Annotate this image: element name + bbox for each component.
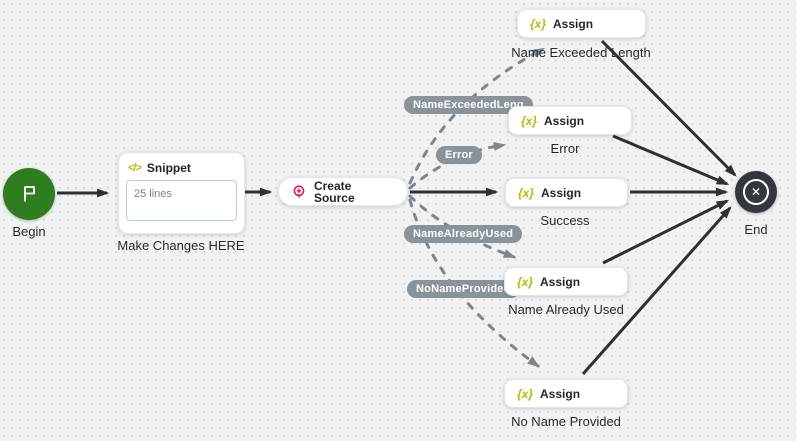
assign-node-name-exceeded-length[interactable]: {x} Assign <box>517 9 646 38</box>
assign-title: Assign <box>553 16 594 31</box>
edge-label-no-name-provided[interactable]: NoNameProvided <box>407 280 520 298</box>
close-icon: ✕ <box>750 184 762 199</box>
set-variables-icon: {x} <box>517 386 534 401</box>
begin-label: Begin <box>12 224 46 239</box>
end-ring: ✕ <box>743 179 769 205</box>
edge-assign-name-already-used-to-end <box>602 199 730 265</box>
edge-assign-no-name-provided-to-end <box>581 206 732 375</box>
assign-node-error[interactable]: {x} Assign <box>508 106 632 135</box>
edge-assign-error-to-end <box>612 134 730 186</box>
assign-label-name-already-used: Name Already Used <box>508 302 624 317</box>
assign-title: Assign <box>541 185 582 200</box>
assign-node-success[interactable]: {x} Assign <box>505 178 628 207</box>
set-variables-icon: {x} <box>521 113 538 128</box>
create-source-title: Create Source <box>313 178 355 205</box>
flag-icon <box>24 186 35 202</box>
set-variables-icon: {x} <box>518 185 535 200</box>
snippet-label: Make Changes HERE <box>117 238 245 253</box>
begin-node[interactable] <box>3 168 55 220</box>
end-node[interactable]: ✕ <box>735 171 777 213</box>
assign-title: Assign <box>540 274 581 289</box>
assign-label-error: Error <box>550 141 580 156</box>
edge-assign-name-exceeded-to-end <box>600 39 737 177</box>
assign-label-name-exceeded-length: Name Exceeded Length <box>511 45 651 60</box>
edge-label-name-exceeded-length[interactable]: NameExceededLeng <box>404 96 533 114</box>
snippet-line-count: 25 lines <box>134 188 172 200</box>
pin-plus-icon <box>293 184 305 198</box>
create-source-node[interactable]: Create Source <box>278 177 408 206</box>
edge-label-name-already-used[interactable]: NameAlreadyUsed <box>404 225 523 243</box>
assign-node-name-already-used[interactable]: {x} Assign <box>504 267 628 296</box>
assign-label-success: Success <box>540 213 590 228</box>
snippet-node[interactable]: </> Snippet 25 lines <box>118 152 245 234</box>
edge-label-error[interactable]: Error <box>436 146 482 164</box>
assign-title: Assign <box>544 113 585 128</box>
edge-dashed-name-already-used <box>408 194 517 259</box>
edge-dashed-error <box>408 141 507 190</box>
snippet-header: </> Snippet <box>119 153 244 179</box>
set-variables-icon: {x} <box>530 16 547 31</box>
snippet-code-preview[interactable]: 25 lines <box>126 180 237 221</box>
edge-dashed-no-name-provided <box>408 198 540 368</box>
assign-label-no-name-provided: No Name Provided <box>511 414 621 429</box>
assign-title: Assign <box>540 386 581 401</box>
snippet-title: Snippet <box>146 161 191 175</box>
code-icon: </> <box>128 161 142 174</box>
end-label: End <box>744 222 768 237</box>
set-variables-icon: {x} <box>517 274 534 289</box>
assign-node-no-name-provided[interactable]: {x} Assign <box>504 379 628 408</box>
